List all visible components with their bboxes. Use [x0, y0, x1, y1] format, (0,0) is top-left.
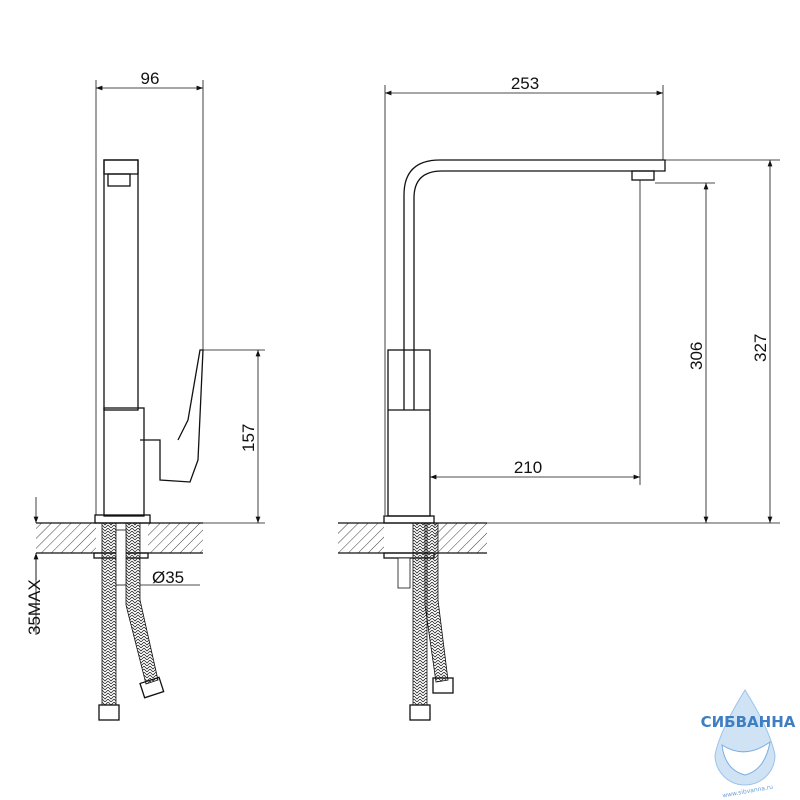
hose-nut — [98, 704, 120, 721]
faucet-body — [103, 407, 145, 517]
dimension-label-210: 210 — [514, 458, 542, 477]
dimension-label-327: 327 — [751, 334, 770, 362]
dimension-label-35max: 35MAX — [25, 579, 44, 635]
hose-left — [101, 522, 117, 706]
logo-url: www.sibvanna.ru — [722, 784, 774, 800]
spout-column — [103, 159, 139, 411]
dimension-label-96: 96 — [141, 69, 160, 88]
faucet-body-front — [387, 349, 431, 517]
handle-lever — [140, 349, 204, 483]
dimension-label-306: 306 — [687, 342, 706, 370]
front-view: 253 210 306 327 — [338, 74, 780, 721]
mounting-stud — [115, 529, 127, 586]
hose-right — [125, 522, 159, 685]
dimension-label-157: 157 — [239, 424, 258, 452]
dimension-label-253: 253 — [511, 74, 539, 93]
side-view: 96 35MAX Ø35 157 — [25, 69, 265, 721]
aerator — [631, 170, 655, 181]
spout — [403, 159, 666, 350]
sibvanna-logo: СИБВАННА www.sibvanna.ru — [701, 689, 796, 800]
logo-text: СИБВАННА — [701, 713, 796, 731]
dimension-label-diameter: Ø35 — [152, 568, 184, 587]
